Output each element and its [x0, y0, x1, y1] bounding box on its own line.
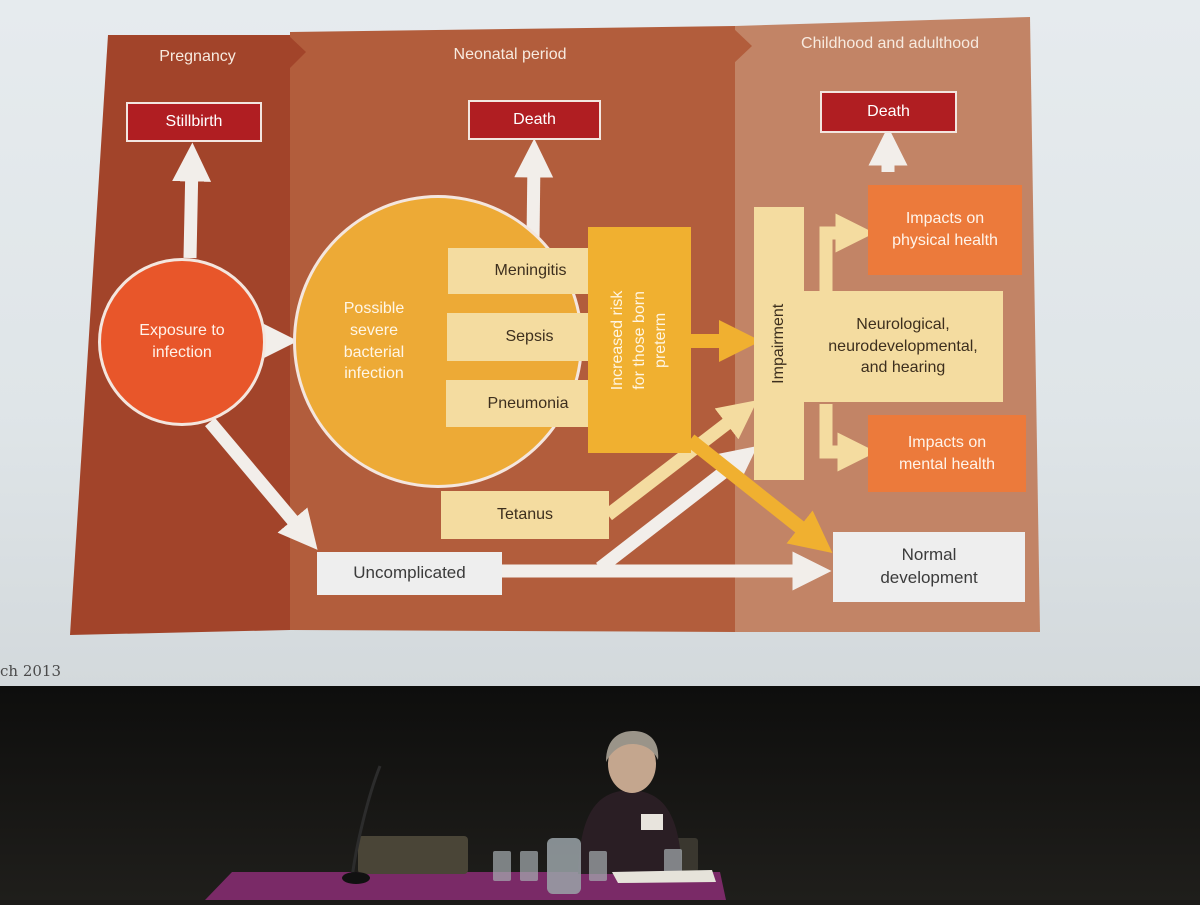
normal-development-box: Normal development: [833, 532, 1025, 602]
band-chevron-1: [288, 35, 306, 70]
chair-back-left: [358, 836, 468, 874]
stage-area: [0, 686, 1200, 900]
arrow-uncomplicated-to-impairment: [596, 446, 758, 574]
stage-scene: [205, 731, 726, 900]
band-chevron-2: [733, 28, 752, 64]
glass-1: [493, 851, 511, 881]
exposure-circle: Exposure to infection: [98, 258, 266, 426]
preterm-risk-bar: Increased risk for those born preterm: [588, 227, 691, 453]
neurological-box: Neurological, neurodevelopmental, and he…: [803, 291, 1003, 402]
physical-health-box: Impacts on physical health: [868, 185, 1022, 275]
mental-health-box: Impacts on mental health: [868, 415, 1026, 492]
slide-footer-text: ch 2013: [0, 662, 62, 680]
band-label-childhood: Childhood and adulthood: [801, 35, 979, 52]
speaker-head: [608, 735, 656, 793]
meningitis-box: Meningitis: [448, 248, 613, 294]
stillbirth-box: Stillbirth: [126, 102, 262, 142]
band-label-neonatal: Neonatal period: [453, 46, 567, 63]
pneumonia-box: Pneumonia: [446, 380, 610, 427]
glass-2: [520, 851, 538, 881]
tetanus-box: Tetanus: [441, 491, 609, 539]
microphone: [350, 765, 382, 879]
glass-3: [589, 851, 607, 881]
arrow-tetanus-to-impairment: [604, 400, 758, 521]
preterm-risk-label: Increased risk for those born preterm: [609, 290, 670, 390]
arrow-exposure-to-stillbirth: [172, 142, 212, 259]
arrow-infection-to-normal: [685, 434, 833, 554]
band-label-pregnancy: Pregnancy: [159, 48, 236, 65]
water-jug: [547, 838, 581, 894]
arrow-infection-to-death: [514, 138, 554, 241]
impairment-label: Impairment: [770, 303, 788, 384]
arrow-exposure-to-uncomplicated: [205, 417, 318, 550]
childhood-death-box: Death: [820, 91, 957, 133]
name-badge: [641, 814, 663, 830]
neonatal-death-box: Death: [468, 100, 601, 140]
arrow-to-mental-health: [819, 404, 877, 472]
speaker-hair: [606, 731, 659, 762]
microphone-base: [342, 872, 370, 884]
impairment-bar: Impairment: [754, 207, 804, 480]
infection-circle-label: Possible severe bacterial infection: [343, 300, 405, 383]
sepsis-box: Sepsis: [447, 313, 612, 361]
uncomplicated-box: Uncomplicated: [317, 552, 502, 595]
arrow-to-physical-health: [819, 213, 875, 292]
papers: [612, 870, 716, 883]
